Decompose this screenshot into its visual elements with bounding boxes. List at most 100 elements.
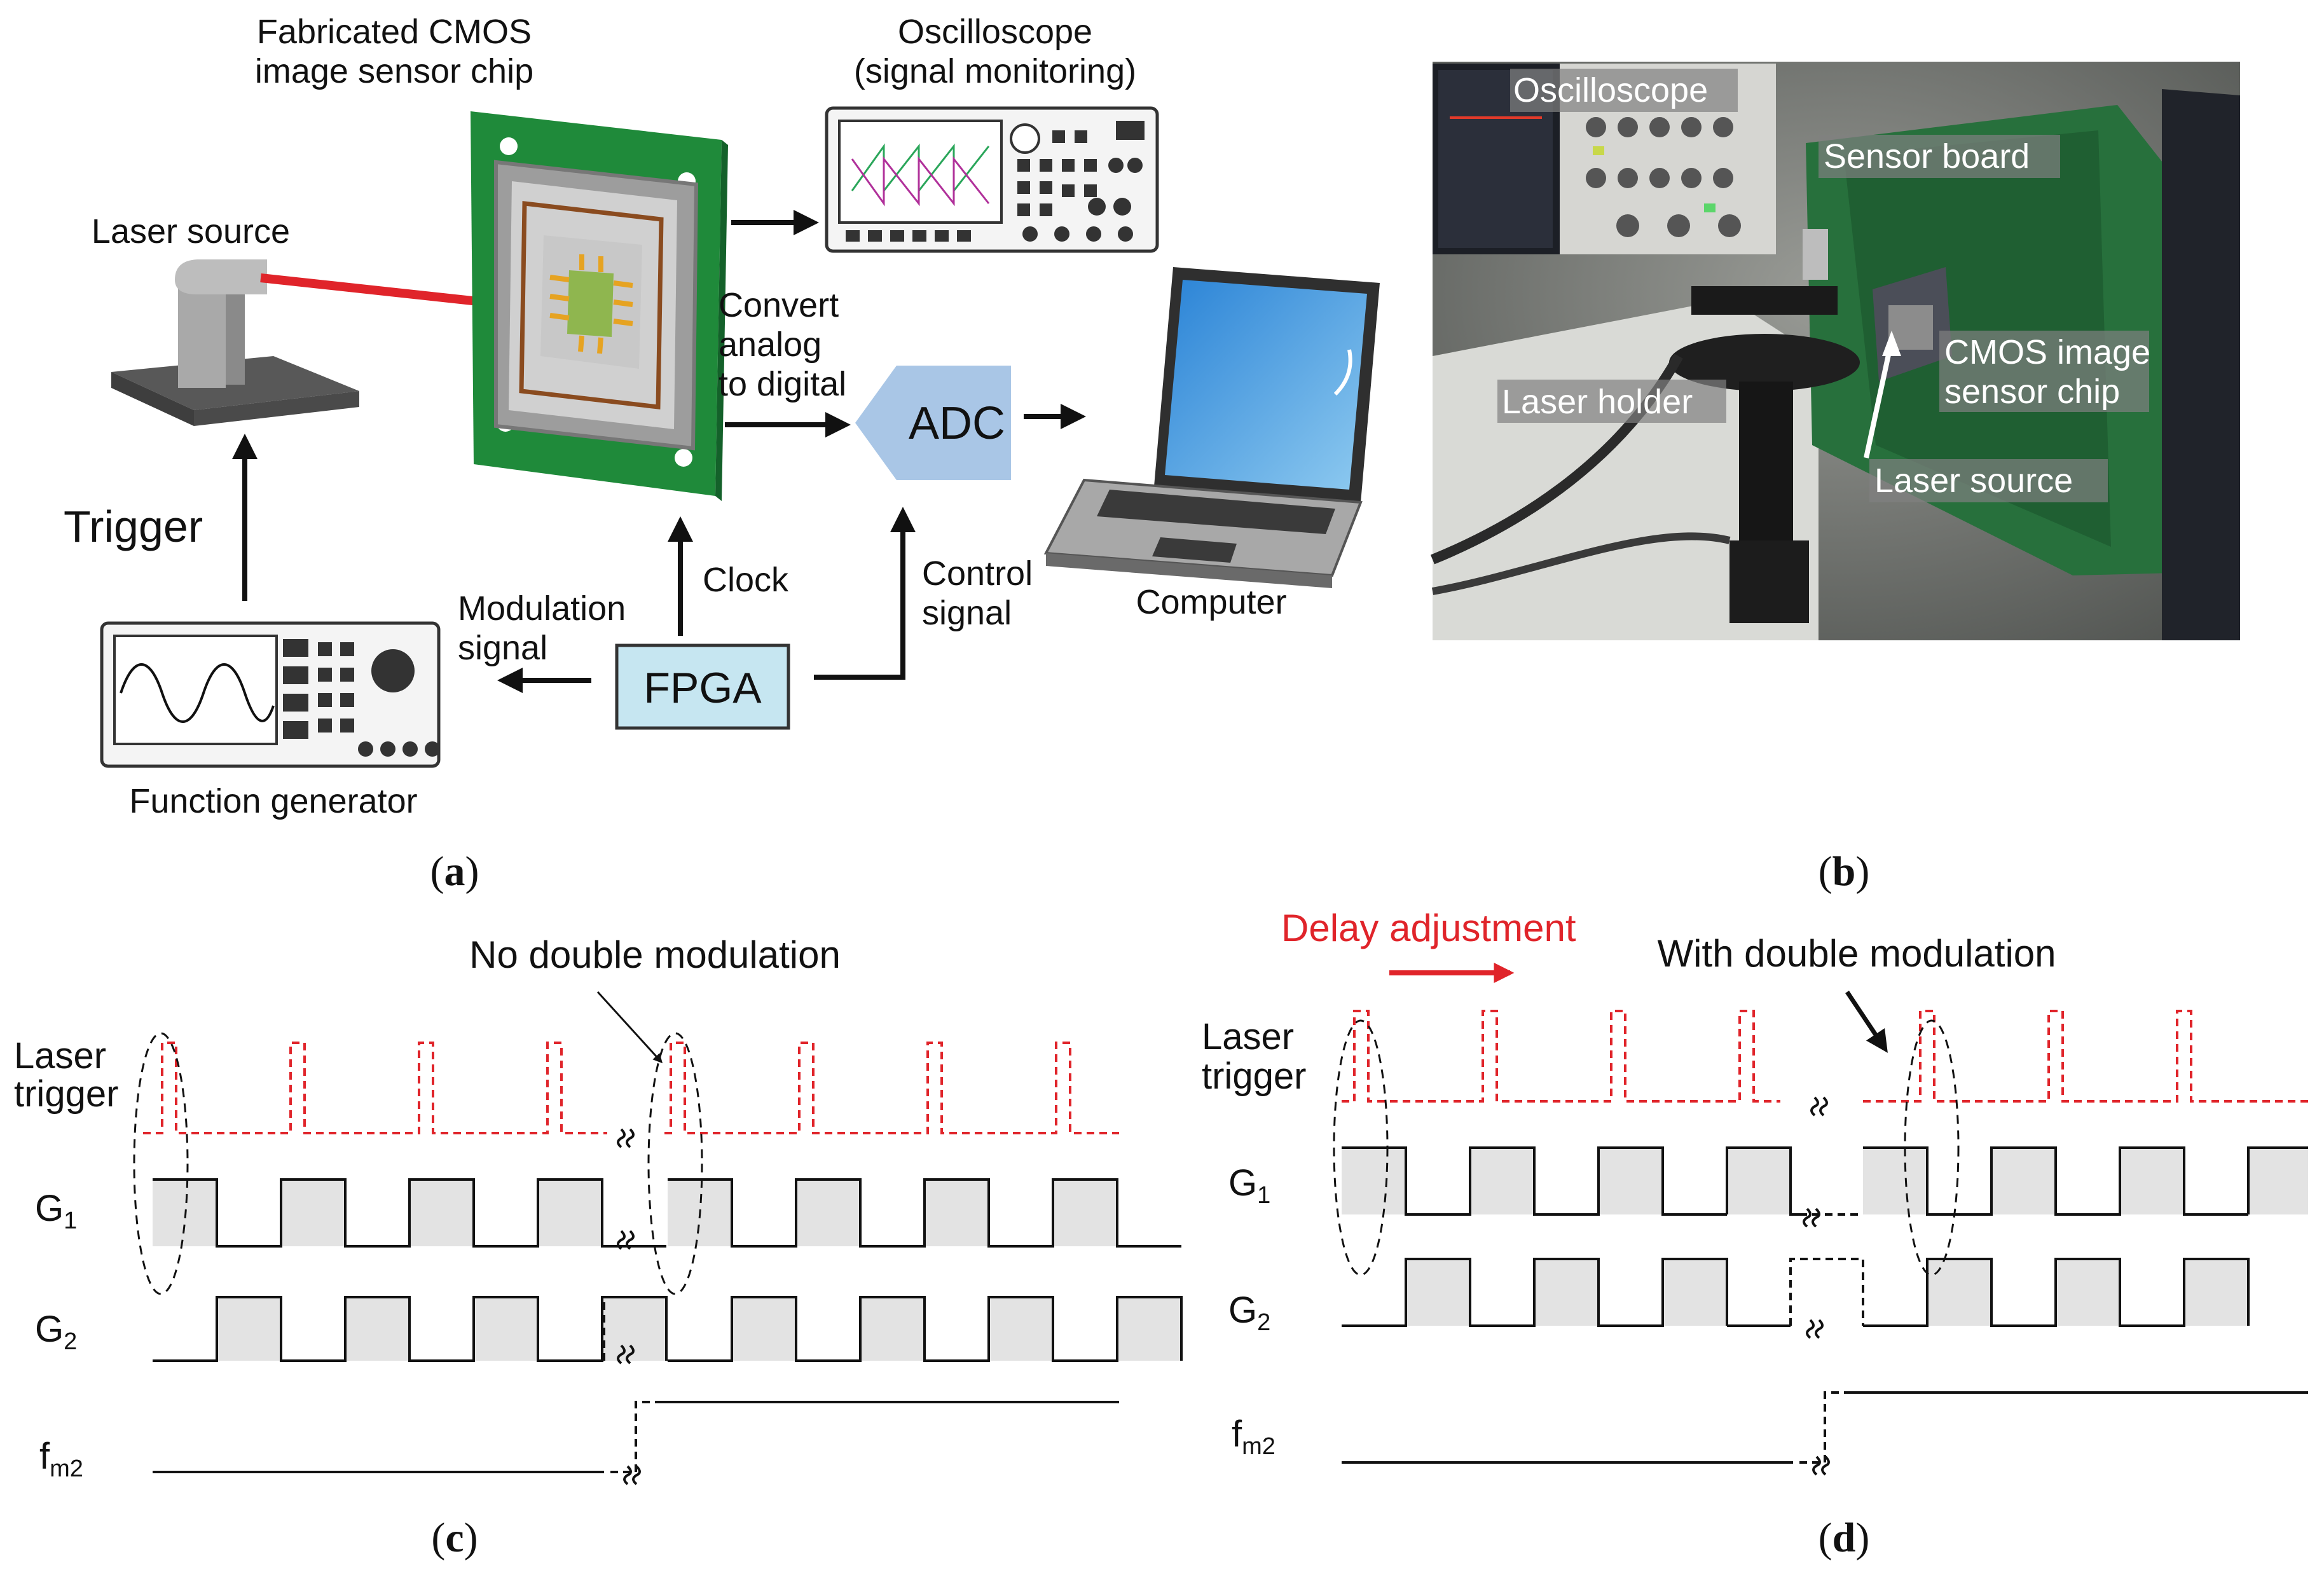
panel-d-waveforms (1342, 1010, 2308, 1476)
d-g1-end-edge (2247, 1146, 2308, 1214)
panel-d-pointer-arrow (1845, 991, 1888, 1053)
d-g1-after-pulse (1991, 1148, 2056, 1214)
c-g2-transition (603, 1296, 668, 1361)
panel-c-letter: c (445, 1515, 464, 1561)
clock-label: Clock (703, 561, 789, 599)
c-g1-label: G1 (35, 1188, 77, 1234)
c-g2-label: G2 (35, 1309, 77, 1355)
c-break-mark-g2 (617, 1344, 635, 1365)
d-laser-trigger-after (1863, 1010, 2308, 1103)
d-g1-last-pulse (1727, 1148, 1791, 1214)
trigger-label: Trigger (64, 502, 203, 551)
d-break-mark-g1 (1803, 1207, 1820, 1228)
d-g2-label: G2 (1228, 1290, 1270, 1336)
function-generator-illustration (100, 621, 441, 768)
c-g1-after-pulse (1053, 1180, 1117, 1246)
c-break-mark-g1 (617, 1230, 635, 1250)
c-break-mark-laser (617, 1128, 635, 1148)
c-laser-trigger-before (143, 1042, 607, 1134)
d-g2-after (1863, 1258, 2250, 1327)
photo-label-laser-source: Laser source (1874, 462, 2073, 500)
adc-label: ADC (909, 398, 1005, 449)
c-g2-after-pulse (860, 1297, 925, 1361)
panel-a-caption: (a) (430, 848, 479, 895)
convert-line3: to digital (719, 365, 846, 403)
modulation-line1: Modulation (458, 589, 626, 628)
d-g1-after (1863, 1146, 2248, 1216)
panel-c: No double modulation Laser trigger G1 G2… (14, 933, 1183, 1561)
d-g2-after-pulse (2184, 1259, 2248, 1326)
c-g1-before (153, 1178, 666, 1248)
d-g2-before-pulse (1534, 1259, 1599, 1326)
scope-title-line2: (signal monitoring) (854, 52, 1136, 90)
d-g1-before-pulse (1599, 1148, 1663, 1214)
d-g2-before (1342, 1258, 1728, 1327)
modulation-line2: signal (458, 629, 547, 667)
c-g2-before (153, 1296, 668, 1362)
d-g1-before (1342, 1146, 1727, 1216)
panel-d-letter: d (1832, 1515, 1856, 1561)
c-g1-after-pulse (796, 1180, 860, 1246)
photo-label-sensor-board: Sensor board (1824, 137, 2030, 175)
panel-b: Oscilloscope Sensor board CMOS image sen… (1430, 62, 2240, 895)
panel-c-caption: (c) (431, 1515, 478, 1561)
d-g1-end-pulse (2248, 1148, 2308, 1214)
control-line1: Control (922, 554, 1033, 593)
convert-line1: Convert (719, 286, 839, 324)
d-laser-line2: trigger (1202, 1056, 1306, 1097)
d-g2-after-pulse (2056, 1259, 2120, 1326)
c-fm2-label: fm2 (39, 1436, 83, 1482)
d-break-mark-fm2 (1812, 1455, 1830, 1476)
c-highlight-left (133, 1032, 189, 1295)
function-generator-label: Function generator (129, 782, 417, 820)
c-fm2-transition (610, 1401, 661, 1473)
d-highlight-left (1333, 1019, 1389, 1276)
adc-block (855, 366, 1011, 480)
c-g1-before-pulse (538, 1180, 602, 1246)
laptop-illustration (1043, 267, 1380, 588)
photo-label-laser-holder: Laser holder (1502, 383, 1693, 421)
panel-b-caption: (b) (1819, 848, 1870, 895)
convert-line2: analog (719, 326, 822, 364)
c-g1-before-pulse (409, 1180, 474, 1246)
d-g1-after-pulse (2120, 1148, 2184, 1214)
c-g2-after-pulse (1117, 1297, 1181, 1361)
panel-d-caption: (d) (1819, 1515, 1870, 1561)
panel-d-delay-label: Delay adjustment (1281, 907, 1576, 949)
scope-title-line1: Oscilloscope (898, 13, 1092, 51)
c-g1-after (668, 1178, 1181, 1248)
control-signal-arrow (814, 507, 916, 680)
control-line2: signal (922, 594, 1012, 632)
c-g1-after-pulse (925, 1180, 989, 1246)
c-g1-before-pulse (281, 1180, 345, 1246)
laser-source-label: Laser source (92, 212, 290, 251)
d-fm2-label: fm2 (1232, 1413, 1275, 1460)
photo-label-cmos-line2: sensor chip (1944, 373, 2120, 411)
d-fm2-transition (1799, 1391, 1850, 1464)
c-g2-before-pulse (474, 1297, 538, 1361)
d-g1-before-pulse (1342, 1148, 1406, 1214)
d-break-mark-laser (1810, 1096, 1828, 1117)
d-g2-before-pulse (1663, 1259, 1727, 1326)
chip-title-line2: image sensor chip (255, 52, 533, 90)
c-g2-after (668, 1296, 1183, 1362)
panel-d: Delay adjustment With double modulation … (1202, 907, 2308, 1561)
photo-label-oscilloscope: Oscilloscope (1513, 71, 1708, 109)
d-g1-after-pulse (1863, 1148, 1927, 1214)
d-g2-transition (1789, 1258, 1864, 1326)
c-laser-trigger-after (664, 1042, 1119, 1134)
fpga-label: FPGA (643, 664, 762, 712)
c-laser-line1: Laser (14, 1035, 106, 1076)
oscilloscope-illustration (825, 106, 1159, 253)
d-g2-before-pulse (1406, 1259, 1470, 1326)
chip-title-line1: Fabricated CMOS (257, 13, 532, 51)
d-highlight-right (1904, 1019, 1960, 1276)
d-laser-trigger-before (1342, 1010, 1780, 1103)
panel-c-waveforms (143, 1042, 1183, 1485)
d-g1-last-edge (1726, 1146, 1799, 1216)
c-laser-line2: trigger (14, 1073, 118, 1115)
d-break-mark-g2 (1806, 1319, 1824, 1339)
d-g2-after-pulse (1927, 1259, 1991, 1326)
panel-b-letter: b (1832, 848, 1856, 895)
